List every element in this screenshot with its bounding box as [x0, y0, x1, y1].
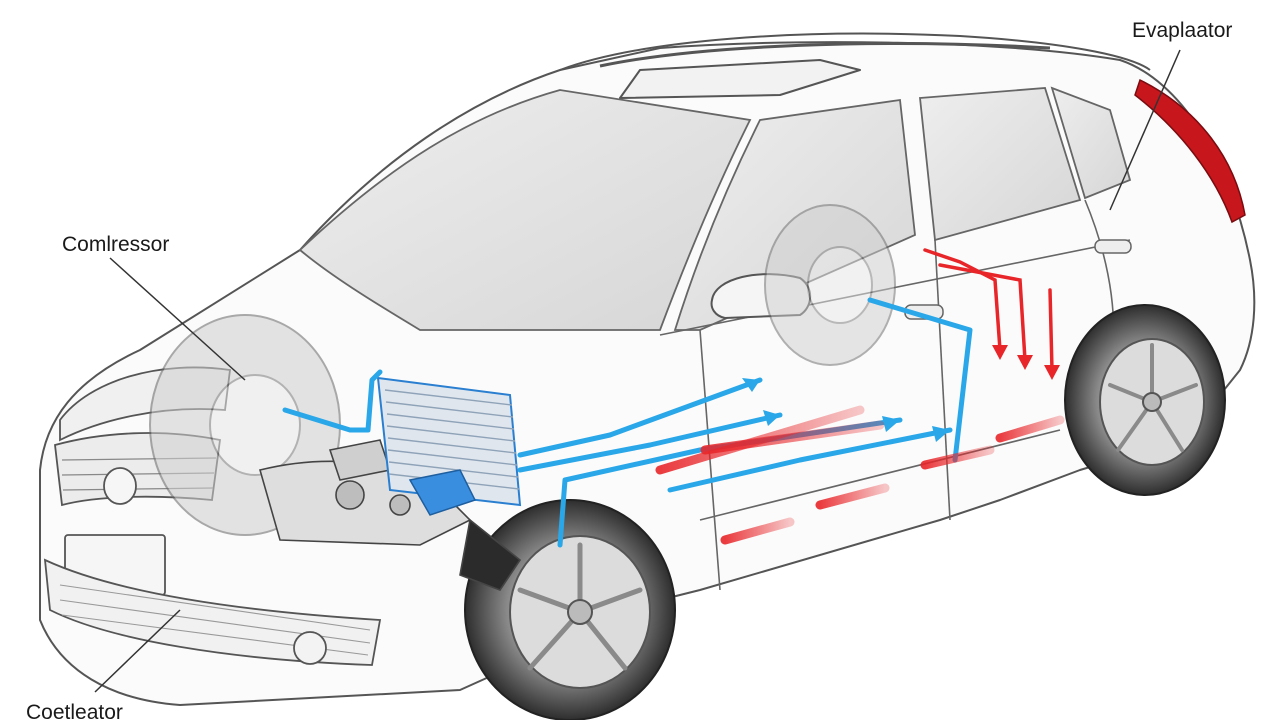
rear-side-window — [919, 87, 1082, 242]
windows — [298, 86, 1132, 331]
hot-arrowheads — [992, 345, 1060, 380]
quarter-window — [1050, 86, 1132, 200]
windshield — [298, 89, 752, 331]
evaporator-leader — [1109, 49, 1181, 211]
roof-rail — [599, 42, 1051, 68]
sunroof — [619, 59, 861, 99]
callout-leaders — [94, 49, 1181, 693]
rear-left-wheel-ghost — [764, 204, 896, 366]
condenser-unit — [376, 376, 522, 516]
badge — [103, 467, 137, 505]
condenser-label: Coetleator — [26, 701, 123, 724]
compressor-leader — [109, 257, 246, 381]
hot-air-flow — [655, 405, 1065, 545]
tail-light — [1134, 78, 1246, 224]
condenser-leader — [94, 609, 181, 693]
rear-right-wheel — [1064, 304, 1226, 496]
fog-light — [293, 631, 327, 665]
cold-arrowheads — [742, 378, 950, 442]
front-right-wheel — [464, 499, 676, 720]
roof-line — [559, 32, 1151, 71]
hot-down-arrows — [923, 248, 1054, 372]
compressor-label: Comlressor — [62, 233, 170, 256]
evaporator-label: Evaplaator — [1132, 19, 1233, 42]
